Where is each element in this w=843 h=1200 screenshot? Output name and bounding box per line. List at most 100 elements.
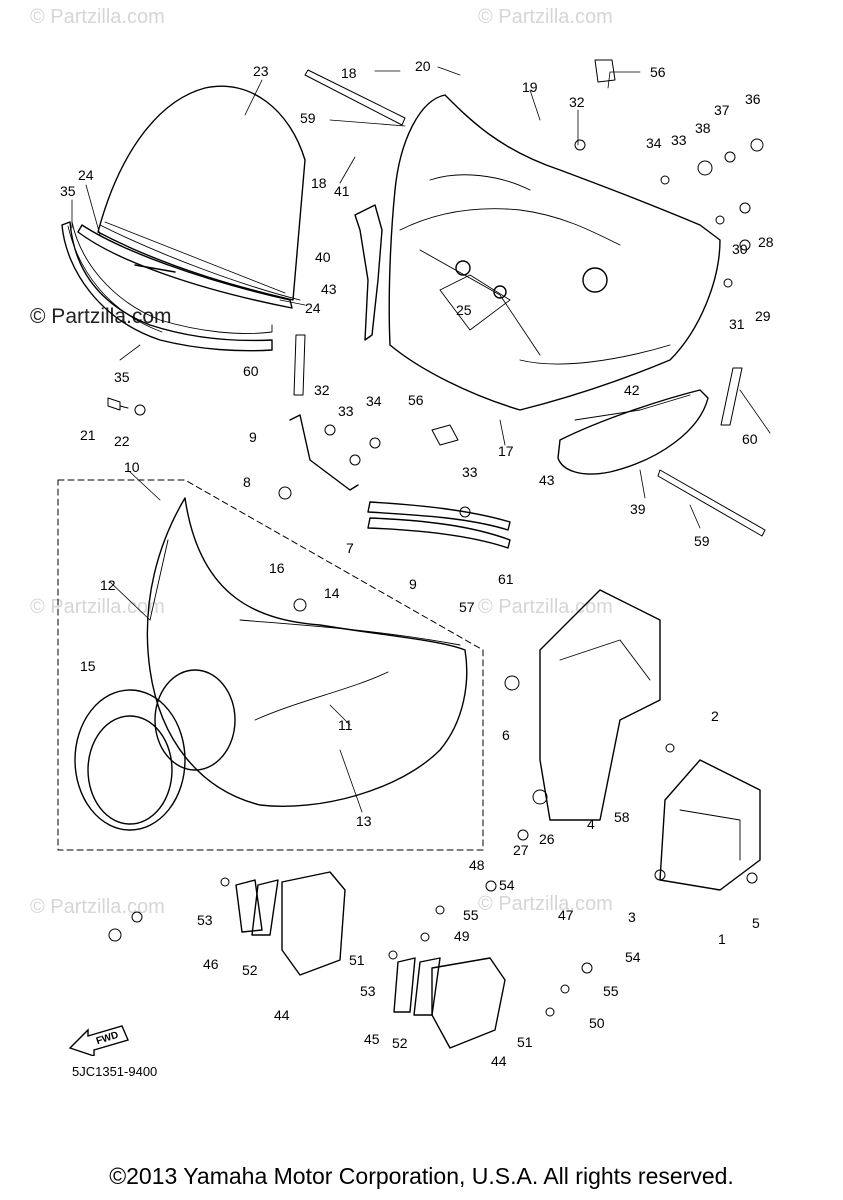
callout-label: 59: [300, 110, 316, 126]
front-cowl: [146, 497, 468, 807]
callout-label: 51: [349, 952, 365, 968]
callout-label: 9: [409, 576, 417, 592]
callout-label: 39: [630, 501, 646, 517]
frame-bracket: [539, 589, 761, 891]
callout-label: 14: [324, 585, 340, 601]
fwd-arrow-icon: FWD: [68, 1025, 129, 1056]
callout-label: 48: [469, 857, 485, 873]
callout-label: 54: [499, 877, 515, 893]
callout-label: 17: [498, 443, 514, 459]
watermark-dark: © Partzilla.com: [30, 305, 172, 328]
callout-label: 26: [539, 831, 555, 847]
callout-label: 34: [366, 393, 382, 409]
copyright-notice: ©2013 Yamaha Motor Corporation, U.S.A. A…: [109, 1163, 734, 1189]
callout-label: 16: [269, 560, 285, 576]
callout-label: 28: [758, 234, 774, 250]
callout-label: 32: [314, 382, 330, 398]
callout-label: 35: [114, 369, 130, 385]
callout-label: 1: [718, 931, 726, 947]
callout-label: 2: [711, 708, 719, 724]
callout-label: 30: [732, 241, 748, 257]
callout-label: 12: [100, 577, 116, 593]
callout-label: 9: [249, 429, 257, 445]
callout-label: 5: [752, 915, 760, 931]
callout-label: 59: [694, 533, 710, 549]
callout-label: 27: [513, 842, 529, 858]
callout-label: 22: [114, 433, 130, 449]
callout-label: 41: [334, 183, 350, 199]
callout-label: 52: [242, 962, 258, 978]
callout-label: 44: [491, 1053, 507, 1069]
callout-label: 45: [364, 1031, 380, 1047]
callout-label: 36: [745, 91, 761, 107]
callout-label: 44: [274, 1007, 290, 1023]
callout-label: 3: [628, 909, 636, 925]
callout-label: 40: [315, 249, 331, 265]
callout-label: 20: [415, 58, 431, 74]
drawing-code: 5JC1351-9400: [72, 1064, 158, 1079]
watermark: © Partzilla.com: [478, 6, 613, 28]
callout-label: 56: [408, 392, 424, 408]
assembly-box: [57, 479, 484, 851]
callout-label: 10: [124, 459, 140, 475]
callout-label: 37: [714, 102, 730, 118]
callout-label: 32: [569, 94, 585, 110]
callout-label: 11: [338, 717, 353, 733]
leader-lines: [71, 66, 771, 813]
callout-label: 8: [243, 474, 251, 490]
bracket-42: [354, 204, 383, 341]
stay-9: [289, 414, 511, 549]
callout-labels: 1 2 3 4 5 6 7 8 9 9 10 11 12 13 14 15 16…: [60, 58, 774, 1069]
callout-label: 49: [454, 928, 470, 944]
lower-trim: [61, 221, 273, 352]
callout-label: 60: [742, 431, 758, 447]
watermark: © Partzilla.com: [478, 596, 613, 618]
fasteners: [107, 59, 764, 1017]
callout-label: 18: [311, 175, 327, 191]
callout-label: 43: [321, 281, 337, 297]
callout-label: 61: [498, 571, 514, 587]
callout-label: 53: [197, 912, 213, 928]
side-panels: [235, 871, 506, 1049]
callout-label: 56: [650, 64, 666, 80]
windshield: [97, 85, 306, 301]
watermark: © Partzilla.com: [478, 893, 613, 915]
callout-label: 4: [587, 816, 595, 832]
callout-label: 24: [78, 167, 94, 183]
callout-label: 60: [243, 363, 259, 379]
windshield-trim: [77, 224, 301, 309]
headlight-rim: [74, 669, 236, 831]
watermark: © Partzilla.com: [30, 6, 165, 28]
callout-label: 43: [539, 472, 555, 488]
callout-label: 29: [755, 308, 771, 324]
callout-label: 23: [253, 63, 269, 79]
lower-panel: [557, 389, 709, 475]
callout-label: 57: [459, 599, 475, 615]
callout-label: 58: [614, 809, 630, 825]
callout-label: 15: [80, 658, 96, 674]
callout-label: 47: [558, 907, 574, 923]
callout-label: 25: [456, 302, 472, 318]
callout-label: 55: [603, 983, 619, 999]
inner-fairing: [388, 94, 721, 411]
callout-label: 18: [341, 65, 357, 81]
callout-label: 33: [462, 464, 478, 480]
straps: [293, 69, 766, 537]
callout-label: 31: [729, 316, 745, 332]
callout-label: 50: [589, 1015, 605, 1031]
callout-label: 55: [463, 907, 479, 923]
callout-label: 33: [671, 132, 687, 148]
callout-label: 52: [392, 1035, 408, 1051]
callout-label: 6: [502, 727, 510, 743]
callout-label: 34: [646, 135, 662, 151]
callout-label: 51: [517, 1034, 533, 1050]
callout-label: 46: [203, 956, 219, 972]
callout-label: 7: [346, 540, 354, 556]
callout-label: 13: [356, 813, 372, 829]
callout-label: 38: [695, 120, 711, 136]
callout-label: 35: [60, 183, 76, 199]
callout-label: 54: [625, 949, 641, 965]
callout-label: 42: [624, 382, 640, 398]
callout-label: 33: [338, 403, 354, 419]
